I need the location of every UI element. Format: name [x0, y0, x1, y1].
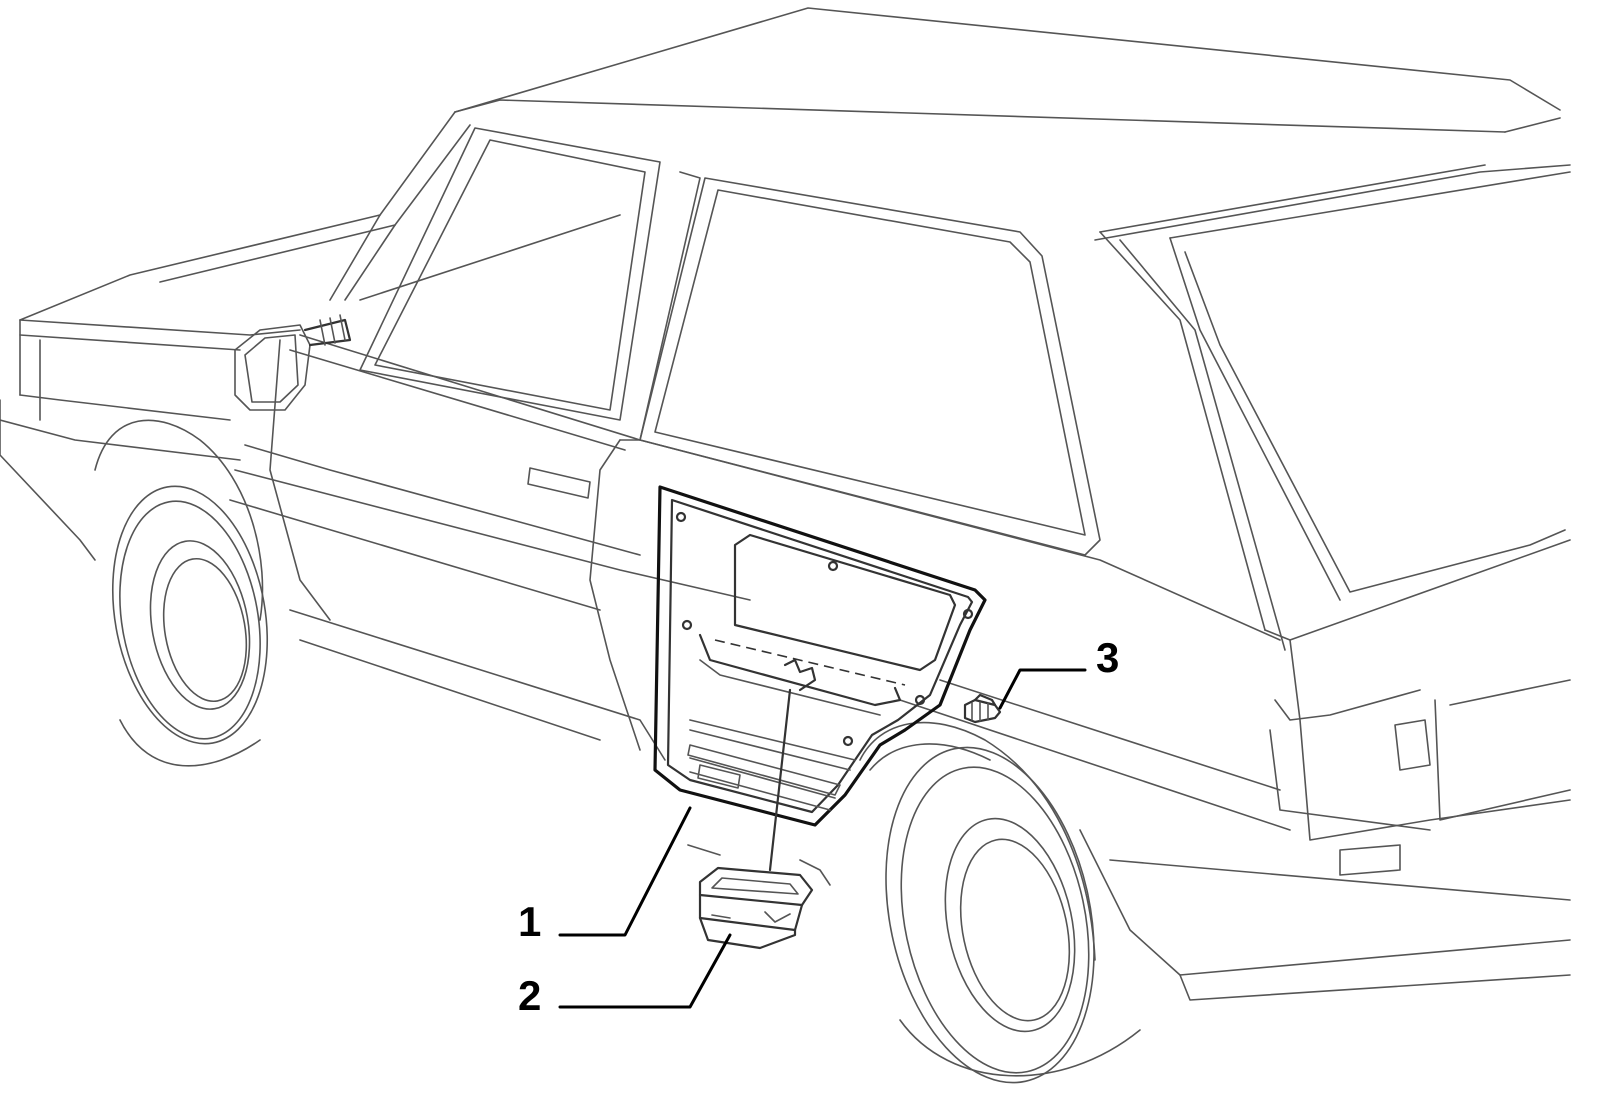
callout-3-label: 3: [1096, 634, 1119, 681]
leader-2: [558, 933, 732, 1009]
leader-1: [558, 806, 692, 937]
courtesy-light-unit: [687, 688, 831, 950]
callout-leaders: [558, 668, 1087, 1009]
callout-2-label: 2: [518, 972, 541, 1019]
front-wheel: [94, 419, 269, 767]
trim-clip: [963, 693, 1002, 724]
car-body-outline: [0, 7, 1571, 1001]
callout-1-label: 1: [518, 898, 541, 945]
door-trim-panel: [653, 485, 987, 827]
rear-wheel: [859, 721, 1141, 1084]
leader-3: [998, 668, 1087, 710]
